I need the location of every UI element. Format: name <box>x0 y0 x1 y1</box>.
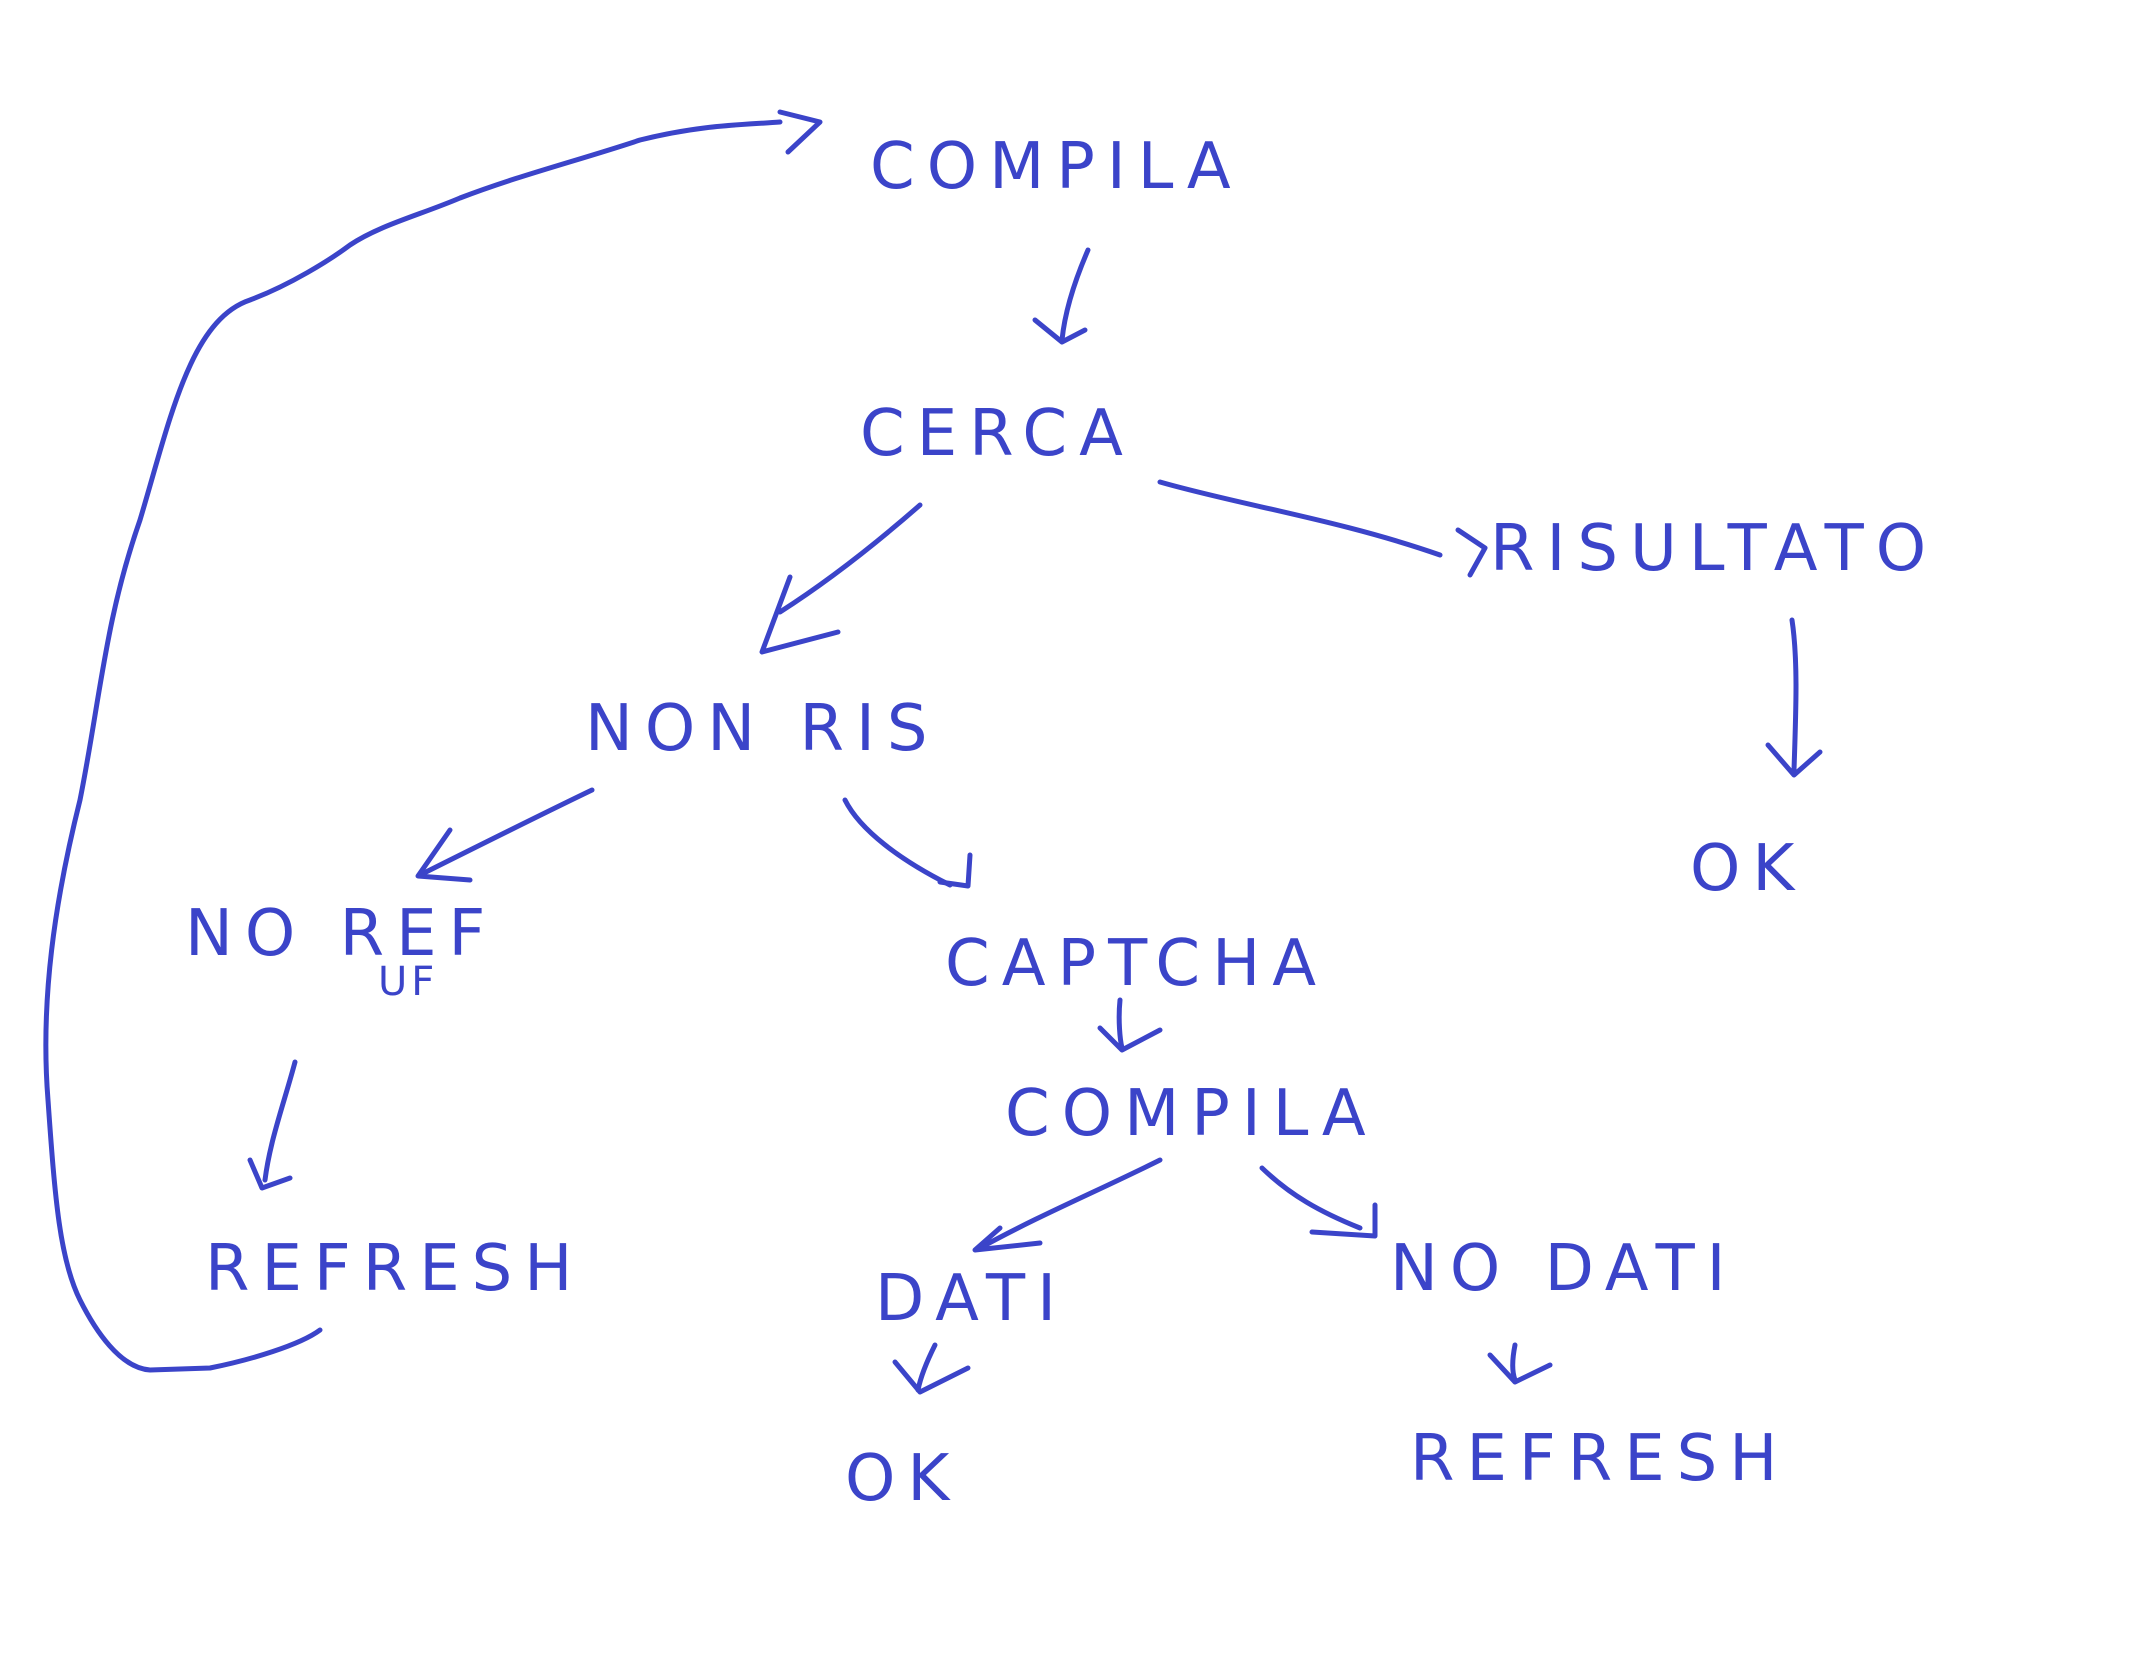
arrow-compila-nodati <box>1259 1165 1363 1231</box>
node-captcha: CAPTCHA <box>945 927 1328 1001</box>
loop-back-arrow <box>43 119 783 1373</box>
arrow-compila-dati <box>977 1157 1163 1251</box>
arrow-risultato-ok <box>1789 617 1799 773</box>
arrowhead-risultato-ok <box>1765 742 1823 778</box>
arrow-captcha-compila <box>1116 997 1125 1051</box>
node-non-ris: NON RIS <box>585 692 939 766</box>
arrow-compila-cerca <box>1059 247 1091 343</box>
arrowhead-nodati-refresh <box>1487 1352 1553 1385</box>
node-dati: DATI <box>875 1262 1068 1336</box>
arrowhead-dati-ok <box>892 1359 971 1395</box>
arrow-nonris-noref <box>417 787 595 878</box>
loop-back-arrowhead <box>777 109 823 155</box>
node-ok-right: OK <box>1690 832 1806 906</box>
node-compila-top: COMPILA <box>870 130 1243 204</box>
arrowhead-captcha-compila <box>1097 1025 1163 1053</box>
node-risultato: RISULTATO <box>1490 512 1938 586</box>
node-ok-bottom: OK <box>845 1442 961 1516</box>
node-no-dati: NO DATI <box>1390 1232 1738 1306</box>
arrowhead-compila-nodati <box>1309 1202 1378 1239</box>
arrowhead-cerca-risultato <box>1455 527 1488 578</box>
arrow-cerca-nonris <box>777 502 923 615</box>
arrowhead-noref-refresh <box>247 1157 293 1191</box>
arrowhead-compila-dati <box>972 1225 1043 1253</box>
arrow-cerca-risultato <box>1157 479 1443 558</box>
arrow-noref-refresh <box>262 1059 298 1183</box>
arrowhead-cerca-nonris <box>759 574 841 655</box>
arrowhead-compila-cerca <box>1032 317 1088 345</box>
node-compila-mid: COMPILA <box>1005 1077 1378 1151</box>
node-cerca: CERCA <box>860 397 1135 471</box>
arrow-nodati-refresh <box>1510 1342 1518 1383</box>
arrowhead-nonris-captcha <box>937 852 973 889</box>
edges <box>43 109 1823 1395</box>
node-no-ref-sub: UF <box>378 959 438 1005</box>
arrow-nonris-captcha <box>842 797 953 888</box>
node-no-ref: NO REF <box>185 897 497 971</box>
node-refresh-left: REFRESH <box>205 1232 584 1306</box>
arrowhead-nonris-noref <box>415 827 473 883</box>
node-refresh-right: REFRESH <box>1410 1422 1789 1496</box>
nodes: COMPILA CERCA RISULTATO OK NON RIS NO RE… <box>185 130 1938 1516</box>
